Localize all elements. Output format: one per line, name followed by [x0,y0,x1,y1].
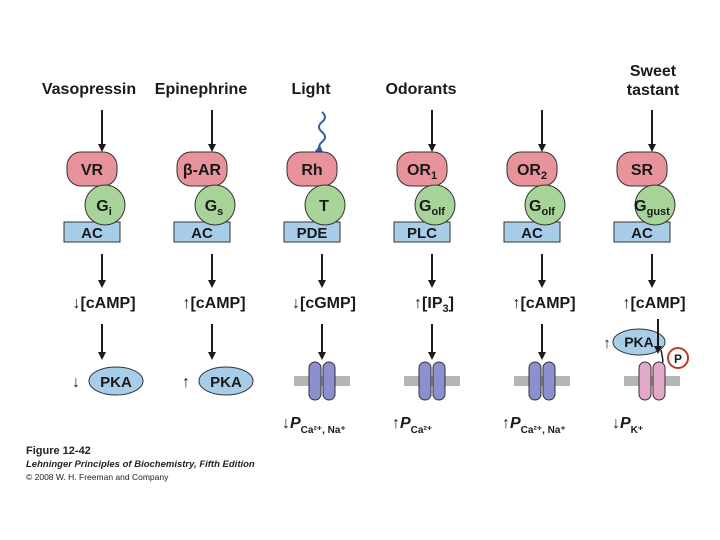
messenger-label: ↓[cGMP] [292,295,356,312]
receptor-shape [66,151,118,187]
pka-direction-arrow: ↑ [182,374,190,391]
pka-label: PKA [624,334,654,350]
receptor-label: β-AR [183,162,222,179]
channel-subunit [322,361,336,401]
book-title: Lehninger Principles of Biochemistry, Fi… [26,459,255,470]
pathway-column: Epinephrine β-AR AC Gs ↑[cAMP] PKA ↑ [155,81,254,396]
permeability-label: ↑PCa²⁺, Na⁺ [502,415,566,436]
permeability-label: ↓PK⁺ [612,415,643,436]
pka-label: PKA [210,374,242,391]
channel-subunit [528,361,542,401]
g-protein-shape [414,184,456,226]
pka-shape [612,328,666,356]
effector-label: AC [81,225,103,242]
phospho-link [660,349,664,363]
g-protein-label: Gs [205,198,224,218]
phosphate-marker [667,347,689,369]
signal-label: Light [291,81,331,98]
g-protein-shape [304,184,346,226]
pka-shape [88,366,144,396]
receptor-label: VR [81,162,104,179]
effector-box [503,221,561,243]
permeability-label: ↑PCa²⁺ [392,415,432,436]
messenger-label: ↑[cAMP] [182,295,245,312]
light-wave-arrow [314,111,326,154]
signal-label: Odorants [385,81,456,98]
channel-subunit [308,361,322,401]
effector-box [393,221,451,243]
channel-subunit [432,361,446,401]
messenger-label: ↑[cAMP] [622,295,685,312]
g-protein-shape [524,184,566,226]
receptor-shape [506,151,558,187]
signal-label: Vasopressin [42,81,136,98]
receptor-label: OR1 [407,162,437,182]
g-protein-label: Gi [96,198,112,218]
effector-label: PLC [407,225,437,242]
g-protein-shape [194,184,236,226]
g-protein-label: Golf [419,198,445,218]
receptor-shape [616,151,668,187]
receptor-shape [286,151,338,187]
receptor-label: OR2 [517,162,547,182]
messenger-label: ↓[cAMP] [72,295,135,312]
phosphate-label: P [674,352,682,366]
effector-box [283,221,341,243]
g-protein-label: Ggust [634,198,670,218]
receptor-shape [176,151,228,187]
channel-subunit [652,361,666,401]
g-protein-label: T [319,198,329,215]
permeability-label: ↓PCa²⁺, Na⁺ [282,415,346,436]
membrane-segment [514,376,570,386]
signal-label: Epinephrine [155,81,248,98]
g-protein-label: Golf [529,198,555,218]
effector-label: AC [191,225,213,242]
pka-direction-arrow: ↓ [72,374,80,391]
channel-subunit [542,361,556,401]
pka-shape [198,366,254,396]
effector-label: AC [521,225,543,242]
receptor-label: Rh [301,162,322,179]
effector-label: PDE [297,225,328,242]
effector-box [173,221,231,243]
copyright-notice: © 2008 W. H. Freeman and Company [26,472,169,482]
pka-label: PKA [100,374,132,391]
effector-label: AC [631,225,653,242]
figure-number: Figure 12-42 [26,445,91,457]
g-protein-shape [634,184,676,226]
effector-box [63,221,121,243]
membrane-segment [624,376,680,386]
receptor-shape [396,151,448,187]
pka-direction-arrow: ↑ [603,335,611,352]
channel-subunit [418,361,432,401]
g-protein-shape [84,184,126,226]
messenger-label: ↑[cAMP] [512,295,575,312]
membrane-segment [294,376,350,386]
channel-subunit [638,361,652,401]
receptor-label: SR [631,162,654,179]
membrane-segment [404,376,460,386]
messenger-label: ↑[IP3] [414,295,454,315]
effector-box [613,221,671,243]
